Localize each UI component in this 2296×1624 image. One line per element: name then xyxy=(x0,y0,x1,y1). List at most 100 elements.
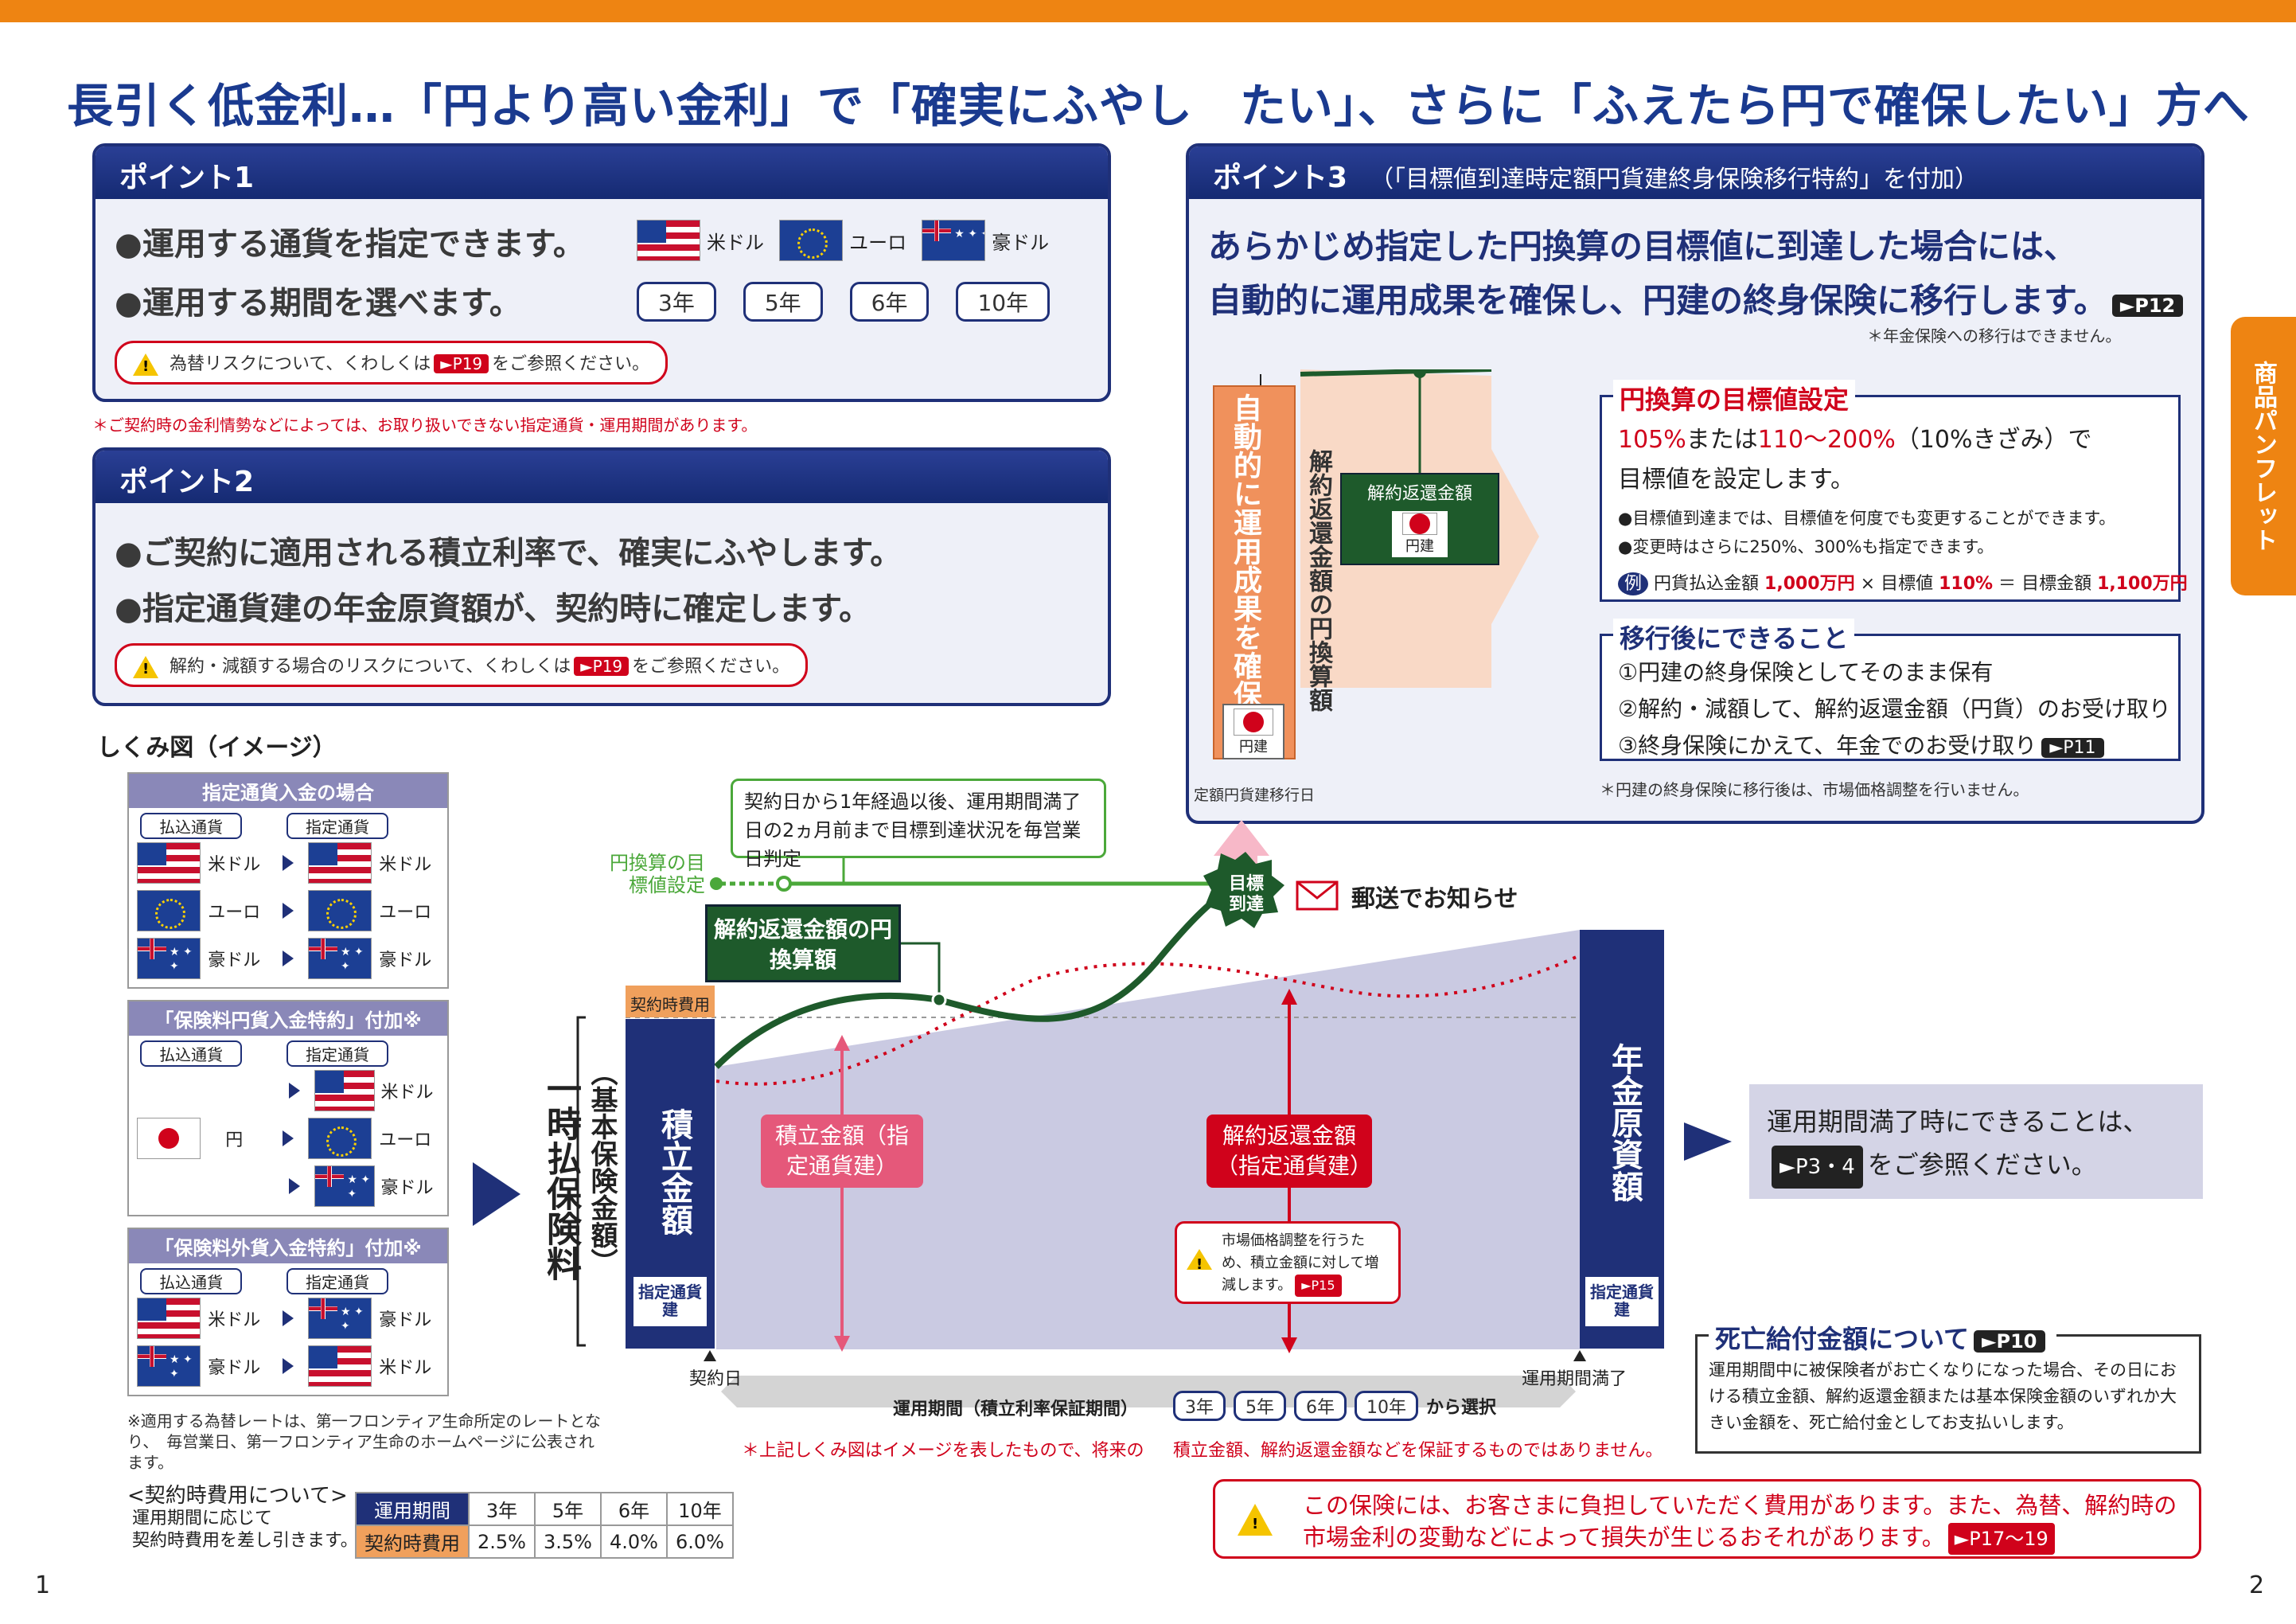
transition-date-label: 定額円貨建移行日 xyxy=(1194,787,1316,804)
page-ref-link[interactable]: ►P3・4 xyxy=(1772,1146,1863,1189)
contract-fee-label: 契約時費用 xyxy=(626,986,715,1017)
after-transition-box: 移行後にできること ①円建の終身保険としてそのまま保有 ②解約・減額して、解約返… xyxy=(1600,619,2181,761)
arrow-icon xyxy=(283,1358,294,1374)
page-ref-link[interactable]: ►P19 xyxy=(434,354,489,373)
point1-panel: ポイント1 ●運用する通貨を指定できます。 米ドル ユーロ 豪ドル ●運用する期… xyxy=(92,143,1111,402)
mva-note: 市場価格調整を行うため、積立金額に対して増減します。►P15 xyxy=(1175,1221,1401,1304)
au-flag-icon xyxy=(308,1298,372,1339)
currency-list: 米ドル ユーロ 豪ドル xyxy=(637,220,1060,261)
us-flag-icon xyxy=(137,842,201,884)
warning-icon xyxy=(133,353,158,376)
target-box: 円換算の目標値設定 105%または110〜200%（10%きざみ）で 目標値を設… xyxy=(1600,380,2188,602)
fee-title: <契約時費用について> xyxy=(127,1484,348,1508)
point2-header: ポイント2 xyxy=(96,451,1108,503)
warning-icon xyxy=(133,656,158,678)
page-title: 長引く低金利…「円より高い金利」で「確実にふやし たい」、さらに「ふえたら円で確… xyxy=(67,79,2250,133)
term-pill: 3年 xyxy=(637,282,716,322)
au-flag-icon xyxy=(137,938,201,979)
page-ref-link[interactable]: ►P17〜19 xyxy=(1947,1523,2055,1555)
start-marker xyxy=(704,1350,716,1361)
jp-flag-icon xyxy=(137,1118,201,1159)
arrow-icon xyxy=(289,1178,301,1194)
target-point xyxy=(776,876,792,892)
eu-flag-icon xyxy=(308,1118,372,1159)
warning-icon xyxy=(1187,1249,1212,1276)
term-pill: 5年 xyxy=(743,282,823,322)
surrender-curve xyxy=(715,954,1581,1086)
example-formula: 例 円貨払込金額 1,000万円 × 目標値 110% ＝ 目標金額 1,100… xyxy=(1618,569,2188,595)
point1-line1: ●運用する通貨を指定できます。 xyxy=(115,226,585,263)
annuity-label: 年金原資額 xyxy=(1606,1043,1643,1202)
page-ref-link[interactable]: ►P10 xyxy=(1974,1330,2045,1353)
point2-panel: ポイント2 ●ご契約に適用される積立利率で、確実にふやします。 ●指定通貨建の年… xyxy=(92,447,1111,706)
rate-note: ※適用する為替レートは、第一フロンティア生命所定のレートとなり、 毎営業日、第一… xyxy=(127,1411,601,1472)
point3-note1: ＊年金保険への移行はできません。 xyxy=(1867,326,2122,345)
point3-line2: 自動的に運用成果を確保し、円建の終身保険に移行します。►P12 xyxy=(1208,274,2188,322)
yen-value-label: 解約返還金額の円換算額 xyxy=(705,904,901,982)
eu-flag-icon xyxy=(308,890,372,931)
au-flag-icon xyxy=(314,1165,375,1207)
page-ref-link[interactable]: ►P12 xyxy=(2111,295,2184,317)
side-tab: 商品パンフレット xyxy=(2231,317,2296,595)
arrow-head xyxy=(834,1336,850,1352)
arrow-head xyxy=(1281,989,1297,1005)
page-number-left: 1 xyxy=(35,1571,51,1599)
shikumi-title: しくみ図（イメージ） xyxy=(97,734,337,762)
arrow-icon xyxy=(283,951,294,966)
premium-label: 一時払保険料 xyxy=(540,1071,581,1281)
term-pill: 10年 xyxy=(956,282,1051,322)
accum-label: 積立金額（指定通貨建） xyxy=(761,1115,923,1188)
mail-label: 郵送でお知らせ xyxy=(1351,885,1518,913)
end-marker xyxy=(1573,1350,1586,1361)
us-flag-icon xyxy=(137,1298,201,1339)
point1-header: ポイント1 xyxy=(96,146,1108,199)
page-ref-link[interactable]: ►P19 xyxy=(574,657,630,676)
au-flag-icon xyxy=(308,938,372,979)
dark-label: 解約返還金額の円換算額 xyxy=(1304,449,1332,712)
page-ref-link[interactable]: ►P15 xyxy=(1295,1275,1342,1297)
point2-line2: ●指定通貨建の年金原資額が、契約時に確定します。 xyxy=(115,591,871,627)
point1-note: ＊ご契約時の金利情勢などによっては、お取り扱いできない指定通貨・運用期間がありま… xyxy=(92,416,758,435)
us-flag-icon xyxy=(314,1070,375,1111)
us-flag-icon xyxy=(637,220,700,261)
period-label: 運用期間（積立利率保証期間） xyxy=(893,1400,1139,1419)
surrender-label: 解約返還金額（指定通貨建） xyxy=(1206,1115,1372,1188)
page-number-right: 2 xyxy=(2249,1571,2265,1599)
au-flag-icon xyxy=(137,1345,201,1387)
point1-line2: ●運用する期間を選べます。 xyxy=(115,285,521,322)
goal-badge-icon xyxy=(1203,852,1284,928)
orange-bar-label: 自動的に運用成果を確保 xyxy=(1229,393,1261,709)
goal-label: 目標到達 xyxy=(1228,874,1264,915)
point3-note2: ＊円建の終身保険に移行後は、市場価格調整を行いません。 xyxy=(1600,780,2029,799)
jp-flag-icon xyxy=(1234,709,1273,736)
target-point xyxy=(710,877,723,890)
risk-box: この保険には、お客さまに負担していただく費用があります。また、為替、解約時の 市… xyxy=(1213,1479,2201,1559)
au-flag-icon xyxy=(922,220,986,261)
arrow-icon xyxy=(283,855,294,871)
point3-line1: あらかじめ指定した円換算の目標値に到達した場合には、 xyxy=(1208,227,2078,266)
fee-desc: 運用期間に応じて契約時費用を差し引きます。 xyxy=(132,1509,358,1551)
arrow-head xyxy=(834,1035,850,1051)
jp-flag-icon xyxy=(1402,513,1437,535)
top-bar xyxy=(0,0,2296,22)
disclaimer-a: ＊上記しくみ図はイメージを表したもので、将来の xyxy=(742,1441,1144,1461)
currency-tag: 指定通貨建 xyxy=(1585,1277,1659,1326)
arrow-icon xyxy=(1684,1122,1732,1161)
bracket xyxy=(576,1016,586,1347)
yen-target-label: 円換算の目標値設定 xyxy=(610,852,705,896)
page-ref-link[interactable]: ►P11 xyxy=(2041,738,2104,758)
yen-value-curve xyxy=(714,880,1246,1069)
eu-flag-icon xyxy=(779,220,844,261)
arrow-icon xyxy=(283,1310,294,1326)
disclaimer-b: 積立金額、解約返還金額などを保証するものではありません。 xyxy=(1173,1441,1663,1461)
us-flag-icon xyxy=(308,842,372,884)
judgement-callout: 契約日から1年経過以後、運用期間満了日の2ヵ月前まで目標到達状況を毎営業日判定 xyxy=(731,779,1106,870)
